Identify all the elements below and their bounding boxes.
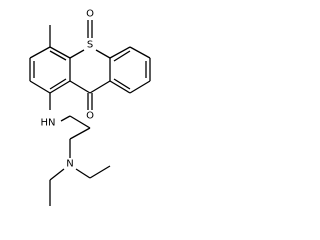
bond [113,78,131,90]
bond [69,80,91,94]
bond [69,127,91,140]
molecule-structure: S O O HN N [29,9,151,206]
bond-lines [29,20,151,206]
bond [113,50,131,62]
sulfoxide-oxygen-label: O [86,9,94,20]
bond [69,49,85,59]
bond [49,78,67,90]
sulfur-atom-label: S [87,40,93,51]
bond [29,80,51,94]
bond [109,46,131,59]
bond [49,50,67,61]
bond [89,165,111,179]
bond [89,80,111,94]
bond [69,115,91,129]
bond [129,80,151,94]
bond [49,80,71,94]
bond [49,168,65,181]
bond [75,168,91,179]
bond [29,46,51,59]
bond [129,46,151,59]
bond [49,46,71,59]
bond [109,80,131,94]
bond [95,49,111,59]
nh-atom-label: HN [41,118,56,129]
amine-nitrogen-label: N [66,159,73,170]
atom-labels: S O O HN N [41,9,95,170]
bond [60,115,71,122]
ketone-oxygen-label: O [86,111,94,122]
